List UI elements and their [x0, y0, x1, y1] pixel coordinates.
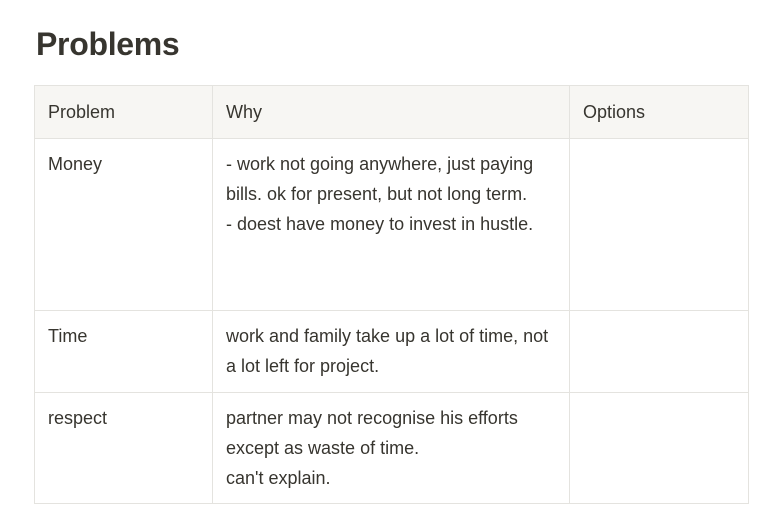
- column-header-why[interactable]: Why: [212, 85, 570, 139]
- table-header-row: Problem Why Options: [34, 85, 749, 139]
- cell-options[interactable]: [569, 310, 749, 393]
- column-header-options[interactable]: Options: [569, 85, 749, 139]
- cell-why[interactable]: - work not going anywhere, just paying b…: [212, 138, 570, 311]
- cell-options[interactable]: [569, 392, 749, 504]
- why-line: can't explain.: [226, 468, 331, 488]
- table-row: Money - work not going anywhere, just pa…: [34, 138, 749, 311]
- why-line: partner may not recognise his efforts ex…: [226, 408, 523, 458]
- cell-problem[interactable]: Money: [34, 138, 213, 311]
- column-header-problem[interactable]: Problem: [34, 85, 213, 139]
- why-line: - doest have money to invest in hustle.: [226, 214, 534, 234]
- cell-options[interactable]: [569, 138, 749, 311]
- table-row: Time work and family take up a lot of ti…: [34, 310, 749, 393]
- why-line: work and family take up a lot of time, n…: [226, 326, 554, 376]
- problems-table: Problem Why Options Money - work not goi…: [34, 85, 749, 504]
- why-line: - work not going anywhere, just paying b…: [226, 154, 539, 204]
- cell-why[interactable]: partner may not recognise his efforts ex…: [212, 392, 570, 504]
- page-title: Problems: [36, 26, 180, 62]
- cell-why[interactable]: work and family take up a lot of time, n…: [212, 310, 570, 393]
- cell-problem[interactable]: respect: [34, 392, 213, 504]
- table-row: respect partner may not recognise his ef…: [34, 392, 749, 504]
- cell-problem[interactable]: Time: [34, 310, 213, 393]
